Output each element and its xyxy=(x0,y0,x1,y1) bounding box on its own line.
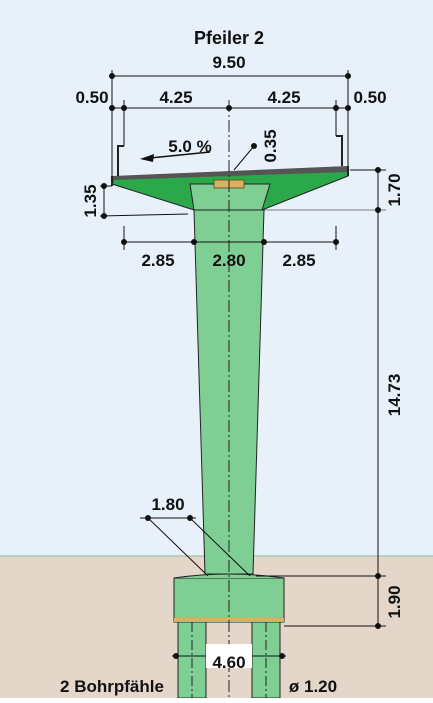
dim-cap-height: 1.70 xyxy=(385,173,404,206)
dim-column-base-width: 1.80 xyxy=(151,495,184,514)
dim-footing-height: 1.90 xyxy=(385,585,404,618)
right-railing-icon xyxy=(336,135,343,166)
dimension-cap-widths: 2.85 2.80 2.85 xyxy=(121,226,339,270)
pier-cap xyxy=(111,135,349,211)
dim-column-top-width: 2.80 xyxy=(212,251,245,270)
deck-surface xyxy=(112,166,348,180)
dim-right-overhang: 0.50 xyxy=(353,88,386,107)
dimension-segment-row: 0.50 4.25 4.25 0.50 xyxy=(75,88,387,146)
dim-column-height: 14.73 xyxy=(385,374,404,417)
dimension-column-base: 1.80 xyxy=(140,495,251,577)
dim-left-arm: 2.85 xyxy=(141,251,174,270)
left-railing-icon xyxy=(117,145,124,176)
dim-pile-spacing: 4.60 xyxy=(212,653,245,672)
dim-right-half: 4.25 xyxy=(267,88,300,107)
dimension-pile-spacing: 4.60 xyxy=(172,644,286,672)
dim-slope: 5.0 % xyxy=(168,137,211,156)
dim-cantilever-depth: 1.35 xyxy=(81,184,100,217)
dim-total-width: 9.50 xyxy=(212,53,245,72)
dimension-vertical-chain: 1.70 14.73 1.90 xyxy=(256,167,404,629)
dimension-total-width: 9.50 xyxy=(109,53,351,176)
dim-right-arm: 2.85 xyxy=(282,251,315,270)
dim-slab-thickness: 0.35 xyxy=(261,129,280,162)
dim-pile-diameter: ø 1.20 xyxy=(289,677,337,696)
piles-label: 2 Bohrpfähle xyxy=(60,677,164,696)
dim-left-half: 4.25 xyxy=(159,88,192,107)
dim-left-overhang: 0.50 xyxy=(75,88,108,107)
dimension-cantilever-depth: 1.35 xyxy=(81,183,189,219)
drawing-title: Pfeiler 2 xyxy=(194,28,264,48)
slope-indicator: 5.0 % xyxy=(140,137,212,162)
dimension-slab-thickness: 0.35 xyxy=(233,129,280,171)
